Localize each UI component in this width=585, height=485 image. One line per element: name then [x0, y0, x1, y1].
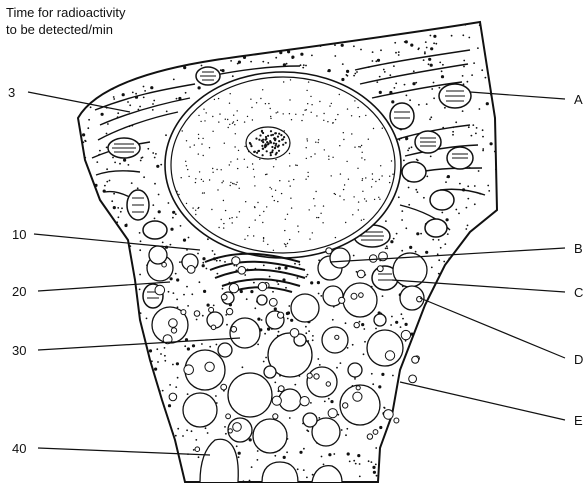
vesicle — [374, 314, 386, 326]
vesicle — [330, 248, 350, 268]
nucleolus — [246, 127, 290, 159]
vesicle — [264, 366, 276, 378]
vesicle — [149, 246, 167, 264]
vesicle — [218, 343, 232, 357]
vesicle — [348, 363, 362, 377]
vesicle — [230, 318, 260, 348]
vesicle — [367, 330, 403, 366]
vesicle — [183, 393, 217, 427]
vesicle — [253, 419, 287, 453]
vesicle — [279, 389, 301, 411]
vesicle — [257, 295, 267, 305]
vesicle — [307, 367, 337, 397]
vesicle — [303, 413, 317, 427]
vesicle — [343, 283, 377, 317]
nucleus — [165, 72, 401, 258]
vesicle — [322, 327, 348, 353]
vesicle — [291, 294, 319, 322]
vesicle — [228, 373, 272, 417]
